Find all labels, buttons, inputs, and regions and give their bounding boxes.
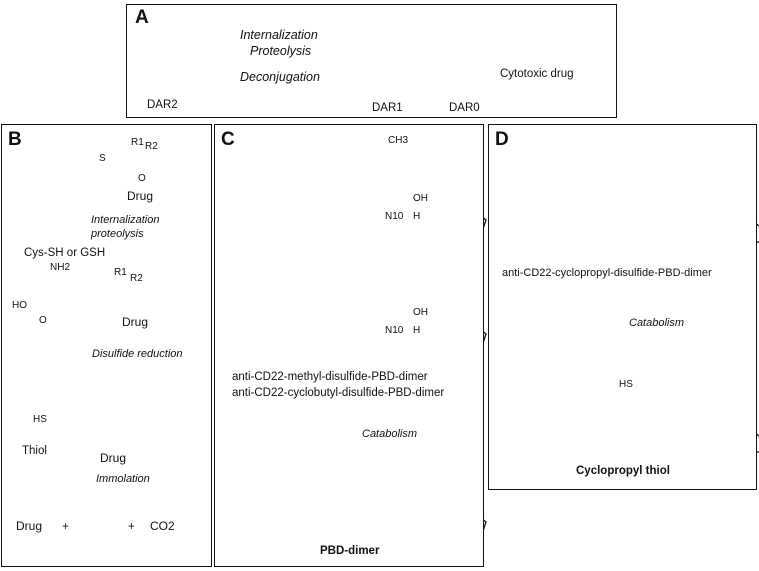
b-step-proteolysis: proteolysis xyxy=(91,228,144,240)
d-step-catabolism: Catabolism xyxy=(629,317,685,329)
panel-c: C CH3 N10 OH H N10 OH H anti-CD22-methyl… xyxy=(214,124,484,567)
arrow-label-proteolysis: Proteolysis xyxy=(250,44,312,58)
b-thiol: Thiol xyxy=(22,445,47,457)
c-n10-1: N10 xyxy=(385,211,404,222)
panel-d-label: D xyxy=(495,129,509,150)
b-r2-2: R2 xyxy=(130,273,143,284)
panel-d: D anti-CD22-cyclopropyl-disulfide-PBD-di… xyxy=(488,124,757,490)
c-product-pbd-dimer: PBD-dimer xyxy=(320,545,380,557)
c-h-2: H xyxy=(413,325,421,336)
b-drug-2: Drug xyxy=(122,315,149,329)
b-o: O xyxy=(138,173,146,184)
arrow-label-internalization: Internalization xyxy=(240,28,318,42)
b-plus-2: + xyxy=(128,521,135,533)
b-r2: R2 xyxy=(145,141,158,152)
cytotoxic-drug-label: Cytotoxic drug xyxy=(500,68,574,80)
c-n10-2: N10 xyxy=(385,325,404,336)
c-name-methyl: anti-CD22-methyl-disulfide-PBD-dimer xyxy=(232,371,428,383)
c-oh-1: OH xyxy=(413,193,428,204)
arrow-label-deconjugation: Deconjugation xyxy=(240,70,320,84)
state-dar0: DAR0 xyxy=(449,102,480,114)
b-s: S xyxy=(99,153,106,164)
panel-a-label: A xyxy=(135,7,149,28)
d-product-cyclopropyl-thiol: Cyclopropyl thiol xyxy=(576,465,670,477)
c-step-catabolism: Catabolism xyxy=(362,428,418,440)
b-plus-1: + xyxy=(62,521,69,533)
b-drug-4: Drug xyxy=(16,519,43,533)
b-r1: R1 xyxy=(131,137,144,148)
state-dar2: DAR2 xyxy=(147,99,178,111)
b-ho: HO xyxy=(12,300,27,311)
b-step-immolation: Immolation xyxy=(96,473,150,485)
c-name-cyclobutyl: anti-CD22-cyclobutyl-disulfide-PBD-dimer xyxy=(232,387,445,399)
b-nh2: NH2 xyxy=(50,262,71,273)
b-o-2: O xyxy=(39,315,47,326)
c-oh-2: OH xyxy=(413,307,428,318)
b-reagent: Cys-SH or GSH xyxy=(24,247,106,259)
c-ch3: CH3 xyxy=(388,135,409,146)
b-hs: HS xyxy=(33,414,47,425)
b-step-disulfide-reduction: Disulfide reduction xyxy=(92,348,183,360)
panel-b: B R1 R2 S O Drug Internalization proteol… xyxy=(1,124,212,567)
state-dar1: DAR1 xyxy=(372,102,403,114)
d-hs: HS xyxy=(619,379,633,390)
c-h-1: H xyxy=(413,211,421,222)
panel-a: A Internalization Proteolysis Deconjugat… xyxy=(126,4,617,118)
b-step-internalization: Internalization xyxy=(91,214,160,226)
d-name: anti-CD22-cyclopropyl-disulfide-PBD-dime… xyxy=(502,267,712,279)
panel-c-label: C xyxy=(221,129,235,150)
b-drug-3: Drug xyxy=(100,451,127,465)
b-co2: CO2 xyxy=(150,519,175,533)
panel-b-label: B xyxy=(8,129,22,150)
b-r1-2: R1 xyxy=(114,267,127,278)
b-drug-1: Drug xyxy=(127,189,154,203)
